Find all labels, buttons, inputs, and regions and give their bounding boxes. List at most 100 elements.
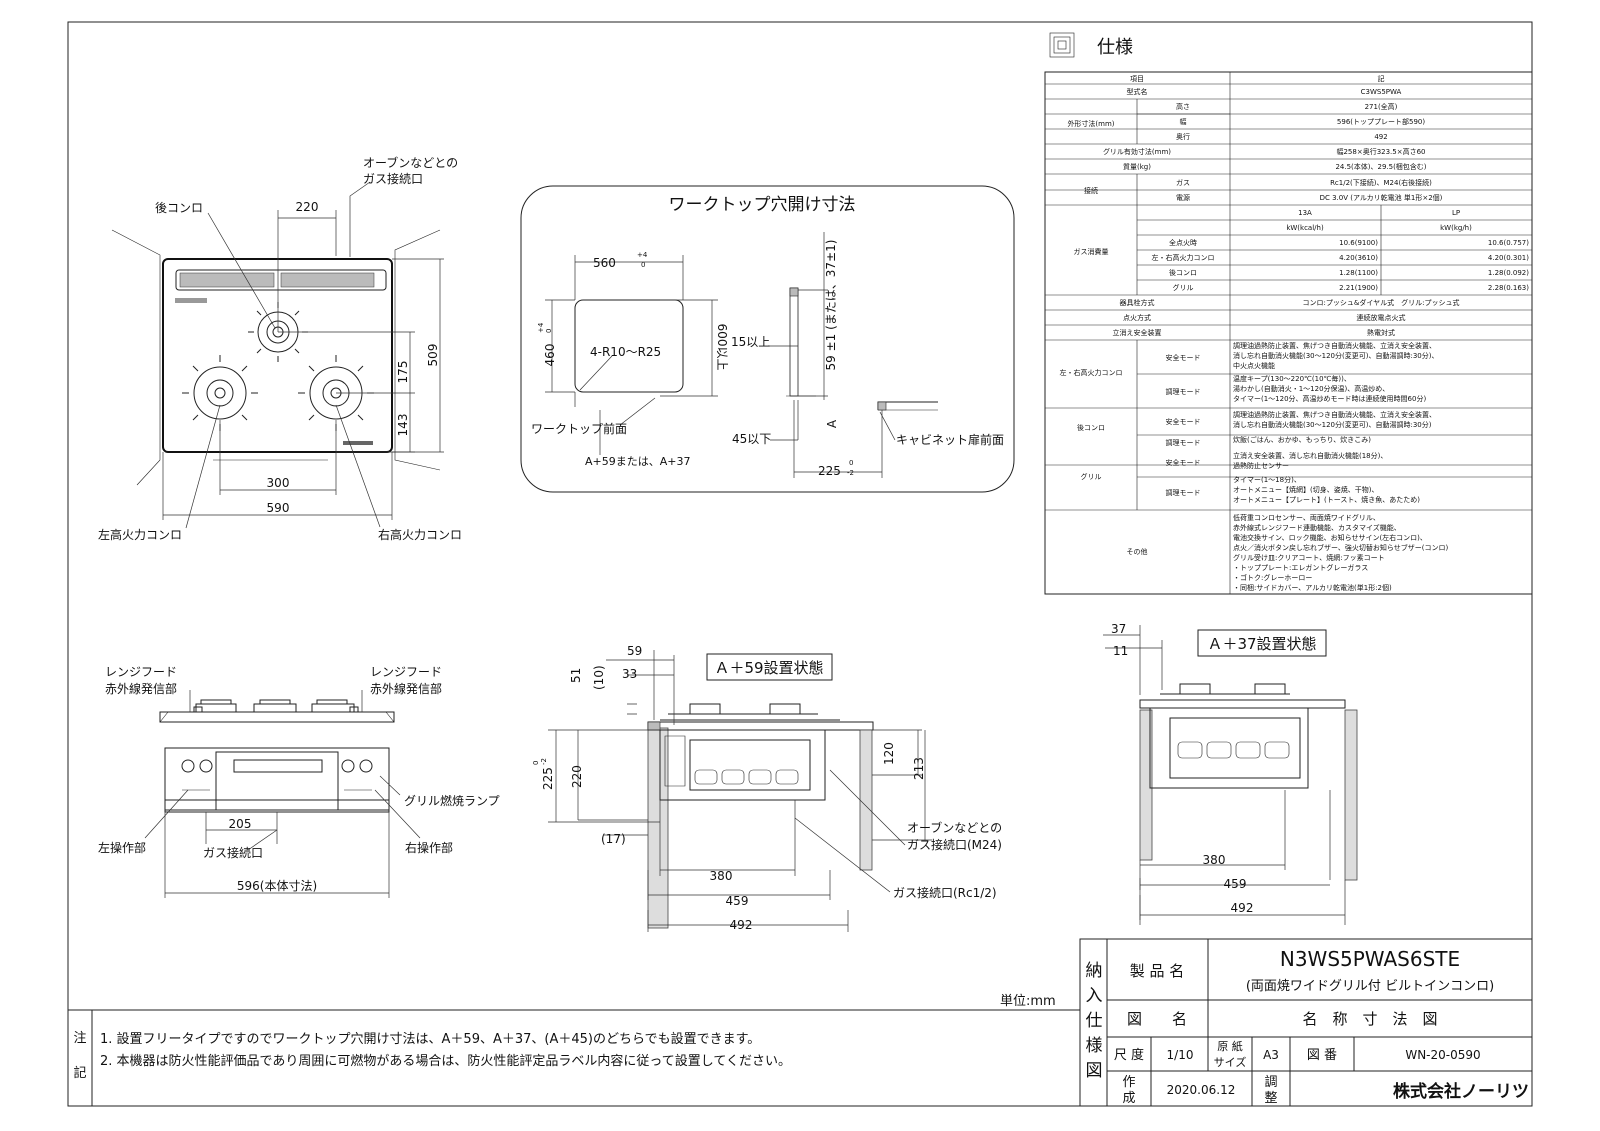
spec-row-value: 271(全高)	[1365, 102, 1398, 111]
spec-gas-row-name: 全点火時	[1169, 238, 1197, 247]
label-left-burner: 左高火力コンロ	[98, 527, 182, 542]
spec-row-value: 幅258×奥行323.5×高さ60	[1336, 147, 1425, 156]
label-hood-left-2: 赤外線発信部	[105, 681, 177, 696]
spec-other-line: 低荷重コンロセンサー、両面焼ワイドグリル、	[1233, 513, 1380, 522]
spec-row-label: 型式名	[1127, 87, 1148, 96]
spec-gas-row-13a: 2.21(1900)	[1339, 284, 1378, 292]
spec-gas-unit-lp: kW(kg/h)	[1440, 224, 1472, 232]
tol-225-upper: 0	[849, 459, 853, 467]
spec-other-line: ・ゴトク:グレーホーロー	[1233, 573, 1312, 582]
label-side59-rc: ガス接続口(Rc1/2)	[893, 885, 997, 900]
worktop-cutout: ワークトップ穴開け寸法 560 +4 0 460 +4 0 4-R10～R25 …	[520, 185, 1015, 493]
dim-205: 205	[229, 817, 252, 831]
spec-group-label: 左・右高火力コンロ	[1060, 368, 1123, 377]
company-logo: 株式会社ノーリツ	[1393, 1081, 1529, 1102]
spec-group-label: 後コンロ	[1077, 423, 1105, 432]
dim-side59-59: 59	[627, 644, 642, 658]
notes-label-1: 注	[73, 1031, 86, 1046]
tb-paper-label-2: サイズ	[1214, 1055, 1247, 1069]
spec-other-line: 点火／消火ボタン戻し忘れブザー、強火切替お知らせブザー(コンロ)	[1233, 543, 1449, 552]
dim-590: 590	[267, 501, 290, 515]
spec-mode-name: 安全モード	[1166, 458, 1201, 467]
spec-mode-line: 調理油過熱防止装置、焦げつき自動消火機能、立消え安全装置、	[1233, 410, 1436, 419]
spec-row-label: 立消え安全装置	[1113, 328, 1162, 337]
label-hood-right-2: 赤外線発信部	[370, 681, 442, 696]
spec-row-value: コンロ:プッシュ&ダイヤル式 グリル:プッシュ式	[1303, 298, 1460, 307]
tb-side-2: 入	[1086, 986, 1103, 1006]
dim-side37-459: 459	[1224, 877, 1247, 891]
spec-row-value: DC 3.0V (アルカリ乾電池 単1形×2個)	[1320, 193, 1443, 202]
dim-45: 45以下	[732, 432, 771, 446]
spec-row-label: 外形寸法(mm)	[1067, 119, 1114, 128]
spec-header-item: 項目	[1130, 75, 1144, 83]
spec-other-label: その他	[1127, 547, 1148, 556]
spec-mode-line: 温度キープ(130～220℃(10℃毎))、	[1233, 374, 1351, 383]
spec-other-line: 赤外線式レンジフード連動機能、カスタマイズ機能、	[1233, 523, 1401, 532]
tol-560-lower: 0	[641, 261, 645, 269]
label-grill-lamp: グリル燃焼ランプ	[404, 793, 500, 808]
side37-title: Ａ＋37設置状態	[1207, 635, 1316, 653]
notes-label-2: 記	[73, 1065, 86, 1081]
worktop-title: ワークトップ穴開け寸法	[669, 195, 856, 215]
label-gas-conn-1: オーブンなどとの	[363, 155, 458, 170]
spec-group-label: グリル	[1081, 472, 1102, 481]
left-burner-icon	[182, 355, 258, 431]
spec-row-sublabel: 幅	[1180, 117, 1187, 126]
dim-175: 175	[396, 361, 410, 384]
spec-mode-line: 立消え安全装置、消し忘れ自動消火機能(18分)、	[1233, 451, 1387, 460]
top-view: オーブンなどとの ガス接続口 後コンロ 左高火力コンロ 右高火力コンロ 220 …	[98, 155, 462, 542]
spec-mode-line: 湯わかし(自動消火・1～120分保温)、高温炒め、	[1233, 384, 1389, 393]
spec-mode-line: 調理油過熱防止装置、焦げつき自動消火機能、立消え安全装置、	[1233, 341, 1436, 350]
dim-side59-33: 33	[622, 667, 637, 681]
label-gas-conn-2: ガス接続口	[363, 171, 423, 186]
right-knobs	[341, 759, 373, 791]
tb-scale: 1/10	[1167, 1048, 1194, 1062]
spec-mode-line: 消し忘れ自動消火機能(30～120分(変更可)、自動湯調時:30分)	[1233, 420, 1432, 429]
spec-gas-row-13a: 1.28(1100)	[1339, 269, 1378, 277]
tb-side-3: 仕	[1086, 1011, 1103, 1031]
dim-509: 509	[426, 344, 440, 367]
spec-row-sublabel: ガス	[1176, 178, 1190, 187]
spec-row-value: Rc1/2(下接続)、M24(右後接続)	[1330, 178, 1432, 187]
spec-mode-line: オートメニュー【焼網】(切身、姿焼、干物)、	[1233, 485, 1378, 494]
label-left-op: 左操作部	[98, 840, 146, 855]
side59-cooktop-body	[659, 703, 840, 801]
dim-side59-492: 492	[730, 918, 753, 932]
label-side59-oven-2: ガス接続口(M24)	[907, 837, 1002, 852]
tb-adjust-label-2: 整	[1264, 1091, 1277, 1106]
side37-cooktop-body	[1149, 683, 1309, 789]
spec-row-value: 熱電対式	[1367, 328, 1395, 337]
spec-row-value: 24.5(本体)、29.5(梱包含む)	[1335, 162, 1426, 171]
side-view-a37: Ａ＋37設置状態 37 11 380 459 492	[1103, 622, 1358, 925]
label-worktop-front: ワークトップ前面	[531, 421, 627, 436]
dim-220: 220	[296, 200, 319, 214]
spec-mode-name: 調理モード	[1166, 488, 1201, 497]
dim-side59-459: 459	[726, 894, 749, 908]
label-rear-burner: 後コンロ	[155, 201, 203, 215]
spec-row-label: 点火方式	[1123, 313, 1151, 322]
dim-side59-225: 225	[541, 767, 555, 790]
dim-300: 300	[267, 476, 290, 490]
dim-side59-51: 51	[569, 668, 583, 683]
front-burner-heads	[193, 699, 359, 713]
spec-gas-row-name: 左・右高火力コンロ	[1152, 253, 1215, 262]
spec-mode-line: 炊飯(ごはん、おかゆ、もっちり、炊きこみ)	[1233, 435, 1371, 444]
spec-gas-row-lp: 2.28(0.163)	[1488, 284, 1529, 292]
label-hood-right-1: レンジフード	[370, 665, 442, 679]
spec-row-label: グリル有効寸法(mm)	[1103, 147, 1171, 156]
notes-section: 単位:mm 注 記 1. 設置フリータイプですのでワークトップ穴開け寸法は、A＋…	[73, 993, 1055, 1081]
title-block: 納 入 仕 様 図 製 品 名 N3WS5PWAS6STE (両面焼ワイドグリル…	[1079, 938, 1533, 1107]
side59-title: Ａ＋59設置状態	[714, 659, 823, 677]
tb-side-5: 図	[1086, 1061, 1103, 1081]
tol-460-upper: +4	[537, 322, 545, 333]
spec-gas-row-lp: 10.6(0.757)	[1488, 239, 1529, 247]
vent-grille	[179, 272, 375, 288]
spec-row-label: 接続	[1084, 186, 1098, 195]
tb-date-label-2: 成	[1122, 1091, 1135, 1106]
spec-mode-line: タイマー(1～120分、高温炒めモード時は連続使用時間60分)	[1233, 394, 1426, 403]
tb-drawing: 名 称 寸 法 図	[1302, 1010, 1437, 1028]
spec-mode-name: 安全モード	[1166, 353, 1201, 362]
dim-59: 59 ±1 (または、37±1)	[824, 240, 838, 371]
label-radius: 4-R10～R25	[590, 345, 661, 359]
